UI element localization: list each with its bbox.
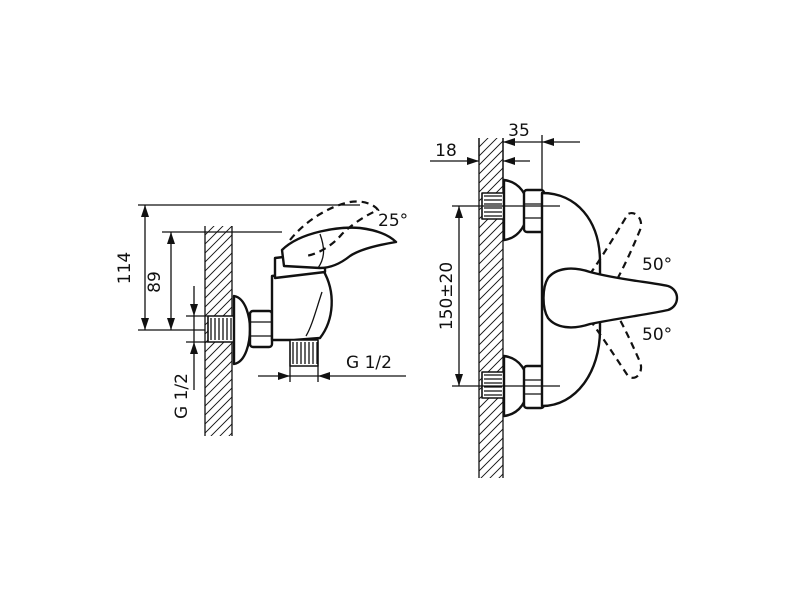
hatch-line	[205, 396, 232, 425]
hatch-line	[205, 234, 232, 263]
hatch-line	[479, 266, 503, 292]
hatch-line	[205, 279, 232, 308]
hatch-line	[479, 138, 498, 157]
hatch-line	[205, 451, 232, 478]
dimension-18: 18	[430, 138, 530, 190]
hatch-line	[479, 149, 503, 175]
hatch-line	[205, 288, 232, 317]
hatch-line	[205, 226, 224, 245]
hatch-line	[479, 483, 503, 507]
hatch-line	[479, 347, 503, 373]
hatch-line	[205, 342, 232, 371]
outlet-thread	[289, 339, 319, 367]
hatch-line	[205, 360, 232, 389]
dimension-18-label: 18	[435, 141, 457, 161]
hatch-line	[205, 387, 232, 416]
hatch-line	[479, 275, 503, 301]
angle-upper-label: 50°	[642, 255, 672, 275]
hatch-line	[479, 446, 503, 472]
hatch-line	[479, 284, 503, 310]
lever-side	[280, 226, 398, 270]
hatch-line	[479, 293, 503, 319]
hatch-line	[489, 464, 503, 478]
hatch-line	[480, 455, 503, 478]
hatch-line	[228, 432, 232, 436]
hatch-line	[479, 437, 503, 463]
dimension-35: 35	[503, 121, 580, 195]
outlet-thread-label: G 1/2	[346, 353, 392, 373]
hatch-line	[479, 221, 503, 247]
hatch-line	[479, 329, 503, 355]
hatch-line	[205, 252, 232, 281]
wall-thread-left	[207, 315, 235, 343]
hatch-line	[479, 158, 503, 184]
hatch-line	[205, 226, 206, 227]
hatch-line	[479, 410, 503, 436]
hatch-line	[479, 401, 503, 427]
lever-front	[542, 267, 679, 329]
hatch-line	[479, 428, 503, 454]
hatch-line	[479, 320, 503, 346]
lever-angle-label: 25°	[378, 211, 408, 231]
wall-thread-lower	[481, 371, 505, 399]
hatch-line	[479, 138, 489, 148]
dimension-outlet-thread: G 1/2	[258, 353, 406, 382]
hatch-line	[205, 270, 232, 299]
hatch-line	[479, 302, 503, 328]
hatch-line	[205, 243, 232, 272]
hatch-line	[205, 369, 232, 398]
hatch-line	[479, 492, 503, 516]
rosette-left	[232, 294, 252, 366]
hatch-line	[479, 419, 503, 445]
faucet-body-side	[270, 268, 333, 342]
hatch-line	[479, 257, 503, 283]
wall-right	[478, 138, 504, 525]
front-view: 18 35	[430, 121, 679, 525]
hatch-line	[210, 414, 232, 436]
hatch-line	[205, 351, 232, 380]
hatch-line	[205, 460, 232, 487]
hatch-line	[479, 138, 480, 139]
hatch-line	[205, 442, 232, 469]
dimension-89-label: 89	[145, 271, 165, 293]
hatch-line	[205, 405, 232, 434]
dimension-150-label: 150±20	[437, 262, 457, 330]
angle-lower-label: 50°	[642, 325, 672, 345]
hatch-line	[205, 226, 215, 236]
dimension-89: 89	[145, 231, 282, 330]
hatch-line	[219, 423, 232, 436]
hatch-line	[479, 230, 503, 256]
hatch-line	[479, 248, 503, 274]
dimension-wall-thread: G 1/2	[172, 286, 208, 419]
hatch-line	[479, 501, 503, 525]
hatch-line	[205, 261, 232, 290]
dimension-114-label: 114	[115, 252, 135, 284]
lever-raised-outline	[289, 200, 380, 258]
hatch-line	[479, 167, 503, 193]
dimension-35-label: 35	[508, 121, 530, 141]
hatch-line	[205, 226, 232, 254]
hatch-line	[479, 140, 503, 166]
dimension-150: 150±20	[437, 206, 463, 386]
hatch-line	[479, 311, 503, 337]
hatch-line	[479, 239, 503, 265]
hatch-line	[479, 338, 503, 364]
wall-left	[204, 226, 233, 487]
wall-thread-label: G 1/2	[172, 373, 192, 419]
hatch-line	[205, 378, 232, 407]
side-view: 114 89 25° G 1/2 G 1/2	[115, 200, 408, 487]
hex-nut-left	[248, 309, 274, 349]
